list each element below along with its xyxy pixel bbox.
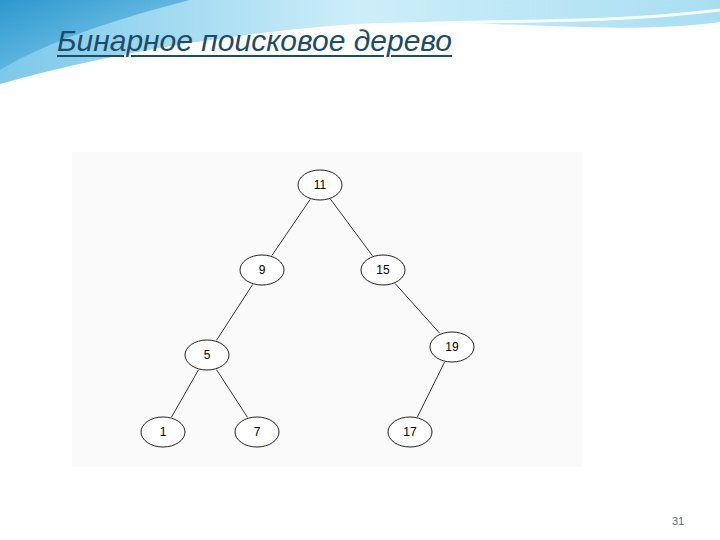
tree-branch (331, 199, 373, 256)
tree-branch (395, 284, 440, 334)
slide-title: Бинарное поисковое дерево (57, 24, 452, 58)
node-ellipse (185, 340, 229, 370)
node-key: 11 (314, 178, 326, 192)
node-key: 7 (254, 425, 261, 439)
slide-number: 31 (672, 515, 684, 527)
top-band (0, 0, 720, 84)
picture-panel (72, 152, 582, 467)
node-ellipse (235, 417, 279, 447)
tree-node: 19 (429, 331, 475, 363)
tree-branch (171, 370, 198, 417)
tree-branch (417, 362, 444, 417)
tree-node: 9 (239, 254, 285, 286)
tree-node: 7 (234, 416, 280, 448)
node-ellipse (298, 170, 342, 200)
tree-node: 15 (360, 254, 406, 286)
node-key: 19 (445, 340, 458, 354)
tree-branch (272, 199, 310, 255)
node-key: 15 (376, 263, 389, 277)
node-key: 5 (204, 348, 211, 362)
node-ellipse (141, 417, 185, 447)
tree-node: 17 (387, 416, 433, 448)
tree-node: 5 (184, 339, 230, 371)
node-ellipse (240, 255, 284, 285)
node-ellipse (430, 332, 474, 362)
node-key: 17 (403, 425, 416, 439)
tree-node: 1 (140, 416, 186, 448)
node-key: 9 (259, 263, 266, 277)
tree-node: 11 (297, 169, 343, 201)
tree-branch (216, 285, 252, 341)
node-ellipse (361, 255, 405, 285)
node-ellipse (388, 417, 432, 447)
tree-branch (216, 370, 247, 418)
node-key: 1 (160, 425, 167, 439)
